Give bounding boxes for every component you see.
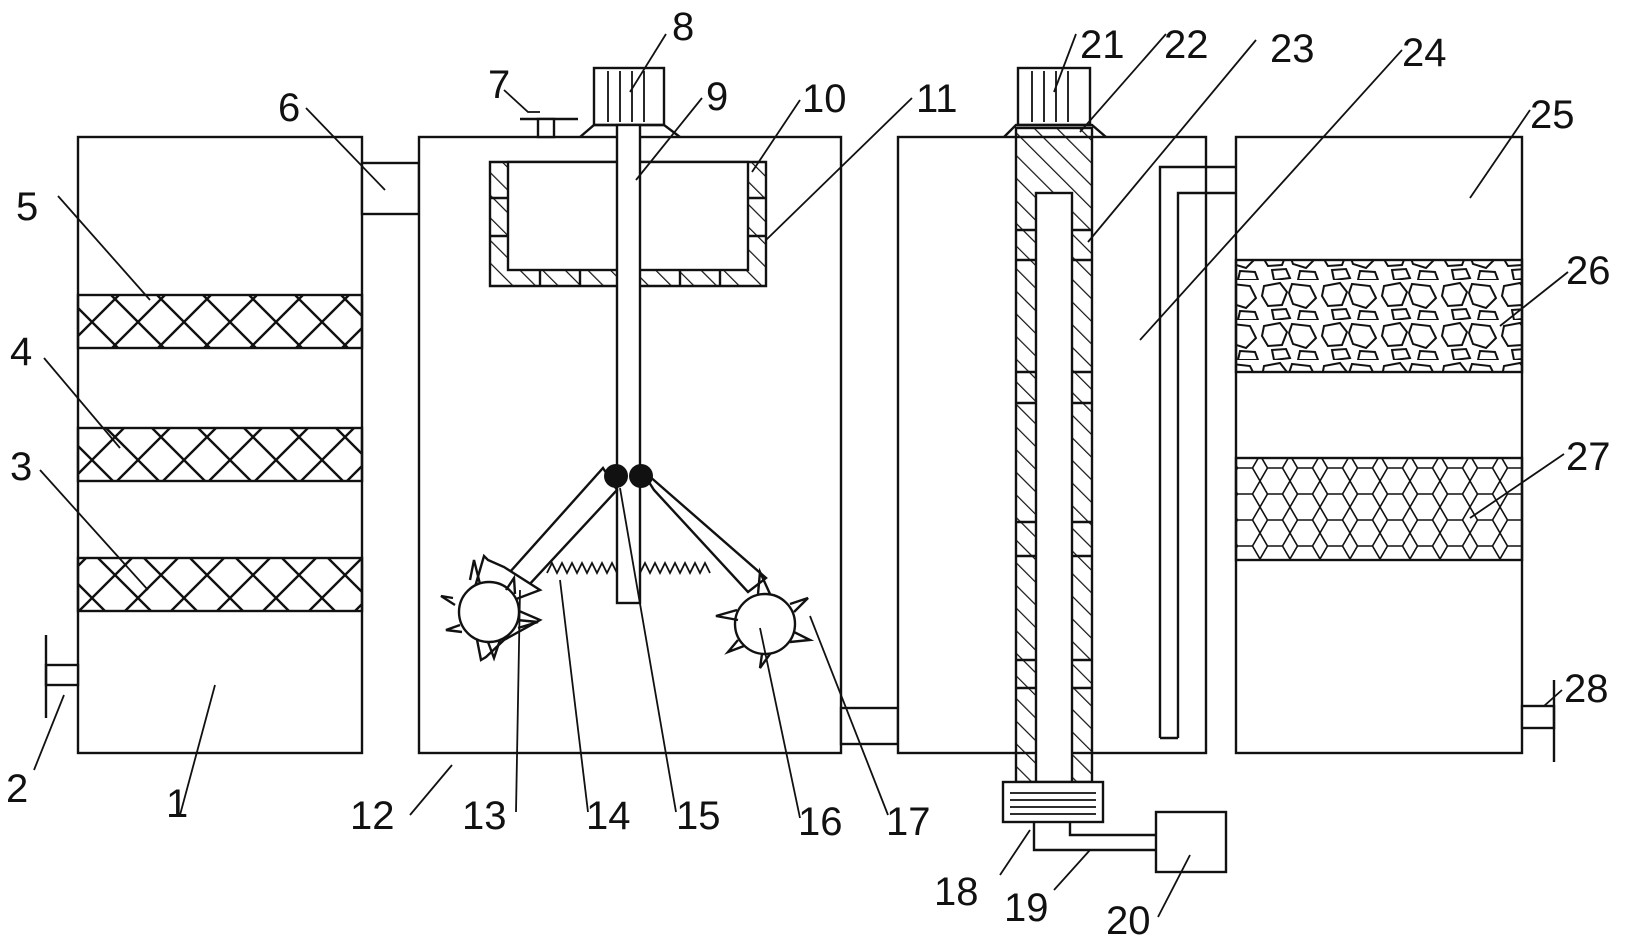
filter-tank-1 (44, 135, 364, 755)
reaction-tank (896, 66, 1236, 784)
hinge-right (629, 464, 653, 488)
label-18: 18 (934, 870, 979, 914)
label-6: 6 (278, 86, 300, 130)
label-12: 12 (350, 794, 395, 838)
label-2: 2 (6, 767, 28, 811)
label-20: 20 (1106, 899, 1151, 938)
label-3: 3 (10, 445, 32, 489)
motor-8 (579, 66, 681, 138)
label-27: 27 (1566, 435, 1611, 479)
power-cable (1032, 822, 1156, 852)
label-25: 25 (1530, 93, 1575, 137)
left-stirring-arm (440, 466, 619, 662)
label-17: 17 (886, 800, 931, 844)
part-labels: 1 2 3 4 5 6 7 8 9 10 11 12 13 14 15 16 1… (6, 5, 1611, 938)
filter-tank-4 (1234, 135, 1556, 762)
bearing-seat (1001, 780, 1105, 824)
inlet-pipe (44, 635, 80, 718)
label-19: 19 (1004, 886, 1049, 930)
label-10: 10 (802, 77, 847, 121)
label-7: 7 (488, 63, 510, 107)
filter-layer-4 (76, 426, 364, 483)
label-22: 22 (1164, 23, 1209, 67)
rotating-drum (1014, 126, 1094, 784)
honeycomb-layer (1234, 456, 1524, 562)
label-15: 15 (676, 794, 721, 838)
outlet-pipe (1520, 680, 1556, 762)
label-13: 13 (462, 794, 507, 838)
label-11: 11 (916, 77, 958, 121)
label-8: 8 (672, 5, 694, 49)
label-24: 24 (1402, 31, 1447, 75)
hinge-left (604, 464, 628, 488)
connecting-pipe-lower (839, 706, 900, 746)
connecting-pipe-6 (360, 161, 421, 216)
stirring-shaft (615, 123, 642, 605)
mixing-tank (417, 66, 843, 755)
label-21: 21 (1080, 23, 1125, 67)
label-23: 23 (1270, 27, 1315, 71)
label-1: 1 (166, 782, 188, 826)
label-16: 16 (798, 800, 843, 844)
label-26: 26 (1566, 249, 1611, 293)
filter-layer-3 (76, 556, 364, 613)
spring (546, 560, 711, 576)
drive-motor-20 (1154, 810, 1228, 874)
label-4: 4 (10, 330, 32, 374)
label-5: 5 (16, 185, 38, 229)
dosing-port (520, 117, 578, 139)
stone-layer (1234, 258, 1524, 374)
filter-layer-5 (76, 293, 364, 350)
leader-lines (33, 33, 1569, 918)
motor-21 (1003, 66, 1107, 138)
label-28: 28 (1564, 667, 1609, 711)
overflow-pipe (1158, 165, 1236, 740)
label-9: 9 (706, 75, 728, 119)
right-stirring-arm (638, 467, 815, 669)
label-14: 14 (586, 794, 631, 838)
